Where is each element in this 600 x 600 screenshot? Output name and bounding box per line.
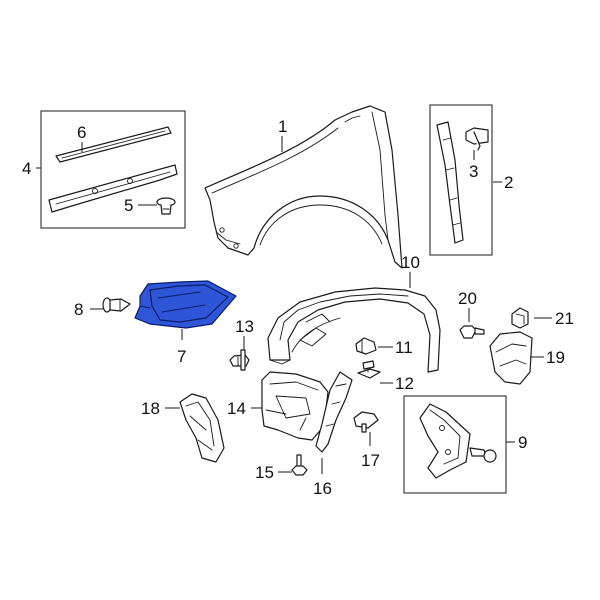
part-12-bolt [357,360,381,379]
callout-17[interactable]: 17 [361,451,380,470]
part-19-bracket [489,331,533,385]
part-13-screw [229,349,250,371]
group-box-4 [40,110,186,229]
part-8-pushpin [102,297,131,313]
callout-18[interactable]: 18 [141,399,160,418]
group-box-9 [403,395,507,494]
part-20-nut [459,325,485,339]
callout-21[interactable]: 21 [555,309,574,328]
callout-15[interactable]: 15 [255,463,274,482]
part-1-fender [204,105,403,269]
callout-4[interactable]: 4 [22,159,31,178]
callout-7[interactable]: 7 [177,347,186,366]
callout-20[interactable]: 20 [458,289,477,308]
part-21-clip [511,307,529,329]
leader-lines [36,136,552,474]
callout-labels: 1 2 3 4 5 6 7 8 9 10 11 12 13 14 15 16 1… [22,117,574,498]
callout-11[interactable]: 11 [395,338,413,357]
part-5-clip [156,197,176,215]
callout-3[interactable]: 3 [469,162,478,181]
callout-13[interactable]: 13 [235,317,254,336]
callout-9[interactable]: 9 [518,433,527,452]
part-7-mudguard-highlighted [134,280,237,329]
callout-16[interactable]: 16 [313,479,332,498]
part-4-bracket [48,164,178,213]
callout-8[interactable]: 8 [74,300,83,319]
part-11-nut [355,337,377,355]
callout-12[interactable]: 12 [395,374,414,393]
part-14-shield [261,371,329,441]
part-18-panel [179,393,225,463]
part-15-stud [291,454,308,476]
callout-19[interactable]: 19 [546,348,565,367]
callout-6[interactable]: 6 [77,123,86,142]
part-3-bolt [465,127,489,151]
part-10-liner [267,287,441,373]
callout-5[interactable]: 5 [124,196,133,215]
part-9-bracket [419,403,471,479]
part-2-seal [436,121,464,244]
callout-1[interactable]: 1 [278,117,287,136]
callout-14[interactable]: 14 [227,399,246,418]
part-9-bolt [469,447,497,463]
part-17-bolt [353,411,379,433]
group-box-2 [429,104,493,256]
part-6-strip [55,126,172,163]
part-16-strip [315,371,353,453]
callout-2[interactable]: 2 [504,173,513,192]
callout-10[interactable]: 10 [401,253,420,272]
